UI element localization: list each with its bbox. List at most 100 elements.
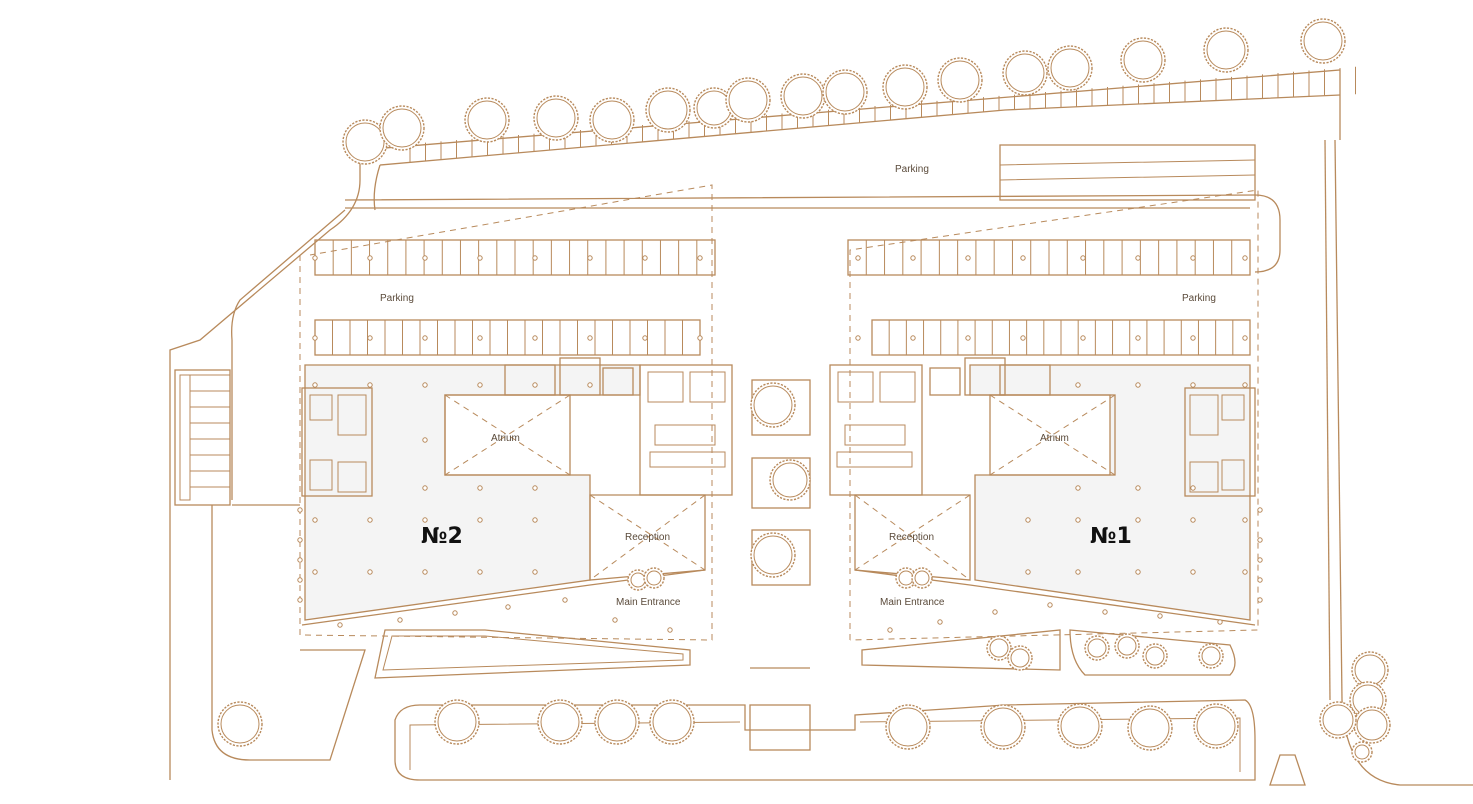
column — [532, 485, 538, 491]
column — [937, 619, 943, 625]
column — [312, 517, 318, 523]
column — [422, 517, 428, 523]
tree-icon — [1198, 643, 1224, 669]
tree-canopy — [1196, 706, 1236, 746]
tree-canopy — [783, 76, 823, 116]
tree-canopy — [592, 100, 632, 140]
tree-icon — [1142, 643, 1168, 669]
tree-canopy — [1354, 744, 1370, 760]
tree-canopy — [772, 462, 808, 498]
column — [1257, 507, 1263, 513]
tree-icon — [1047, 45, 1093, 91]
column — [1047, 602, 1053, 608]
column — [477, 569, 483, 575]
column — [1257, 537, 1263, 543]
column — [1190, 382, 1196, 388]
column — [477, 335, 483, 341]
tree-canopy — [1005, 53, 1045, 93]
tree-icon — [537, 699, 583, 745]
column — [1135, 485, 1141, 491]
column — [1135, 517, 1141, 523]
column — [1190, 569, 1196, 575]
column — [642, 255, 648, 261]
column — [532, 382, 538, 388]
tree-icon — [1203, 27, 1249, 73]
column — [1075, 517, 1081, 523]
tree-canopy — [540, 702, 580, 742]
tree-canopy — [382, 108, 422, 148]
tree-canopy — [753, 535, 793, 575]
label-atrium-left: Atrium — [491, 433, 520, 444]
tree-icon — [780, 73, 826, 119]
column — [297, 577, 303, 583]
column — [367, 255, 373, 261]
column — [1242, 517, 1248, 523]
tree-canopy — [885, 67, 925, 107]
column — [422, 437, 428, 443]
tree-canopy — [1123, 40, 1163, 80]
tree-canopy — [983, 707, 1023, 747]
column — [1075, 485, 1081, 491]
label-parking-right: Parking — [1182, 293, 1216, 304]
column — [587, 335, 593, 341]
column — [562, 597, 568, 603]
tree-icon — [937, 57, 983, 103]
structural-columns — [297, 255, 1263, 633]
tree-icon — [980, 704, 1026, 750]
tree-icon — [1002, 50, 1048, 96]
column — [1080, 335, 1086, 341]
tree-canopy — [437, 702, 477, 742]
tree-canopy — [597, 702, 637, 742]
trees — [217, 18, 1391, 763]
label-reception-right: Reception — [889, 532, 934, 543]
column — [1102, 609, 1108, 615]
tree-icon — [533, 95, 579, 141]
tree-canopy — [1206, 30, 1246, 70]
tree-icon — [1300, 18, 1346, 64]
tree-canopy — [1060, 706, 1100, 746]
column — [367, 335, 373, 341]
label-entrance-left: Main Entrance — [616, 597, 681, 608]
tree-canopy — [1322, 704, 1354, 736]
column — [532, 255, 538, 261]
tree-canopy — [728, 80, 768, 120]
column — [1257, 577, 1263, 583]
tree-icon — [645, 87, 691, 133]
column — [1020, 255, 1026, 261]
column — [1075, 569, 1081, 575]
tree-icon — [750, 532, 796, 578]
column — [312, 255, 318, 261]
tree-canopy — [940, 60, 980, 100]
column — [505, 604, 511, 610]
tree-canopy — [1303, 21, 1343, 61]
column — [397, 617, 403, 623]
column — [1020, 335, 1026, 341]
column — [965, 335, 971, 341]
column — [297, 557, 303, 563]
tree-icon — [594, 699, 640, 745]
column — [1135, 382, 1141, 388]
column — [1025, 569, 1031, 575]
column — [1157, 613, 1163, 619]
column — [1242, 382, 1248, 388]
column — [477, 517, 483, 523]
tree-canopy — [467, 100, 507, 140]
tree-icon — [1127, 705, 1173, 751]
tree-canopy — [1201, 646, 1221, 666]
column — [910, 335, 916, 341]
tree-icon — [1193, 703, 1239, 749]
column — [337, 622, 343, 628]
label-parking-left: Parking — [380, 293, 414, 304]
tree-canopy — [220, 704, 260, 744]
parking-stall-rows — [314, 239, 1251, 356]
label-entrance-right: Main Entrance — [880, 597, 945, 608]
tree-icon — [1319, 701, 1357, 739]
tree-icon — [1114, 633, 1140, 659]
column — [1257, 557, 1263, 563]
column — [297, 507, 303, 513]
column — [855, 335, 861, 341]
tree-icon — [986, 635, 1012, 661]
tree-icon — [1120, 37, 1166, 83]
column — [477, 255, 483, 261]
column — [992, 609, 998, 615]
